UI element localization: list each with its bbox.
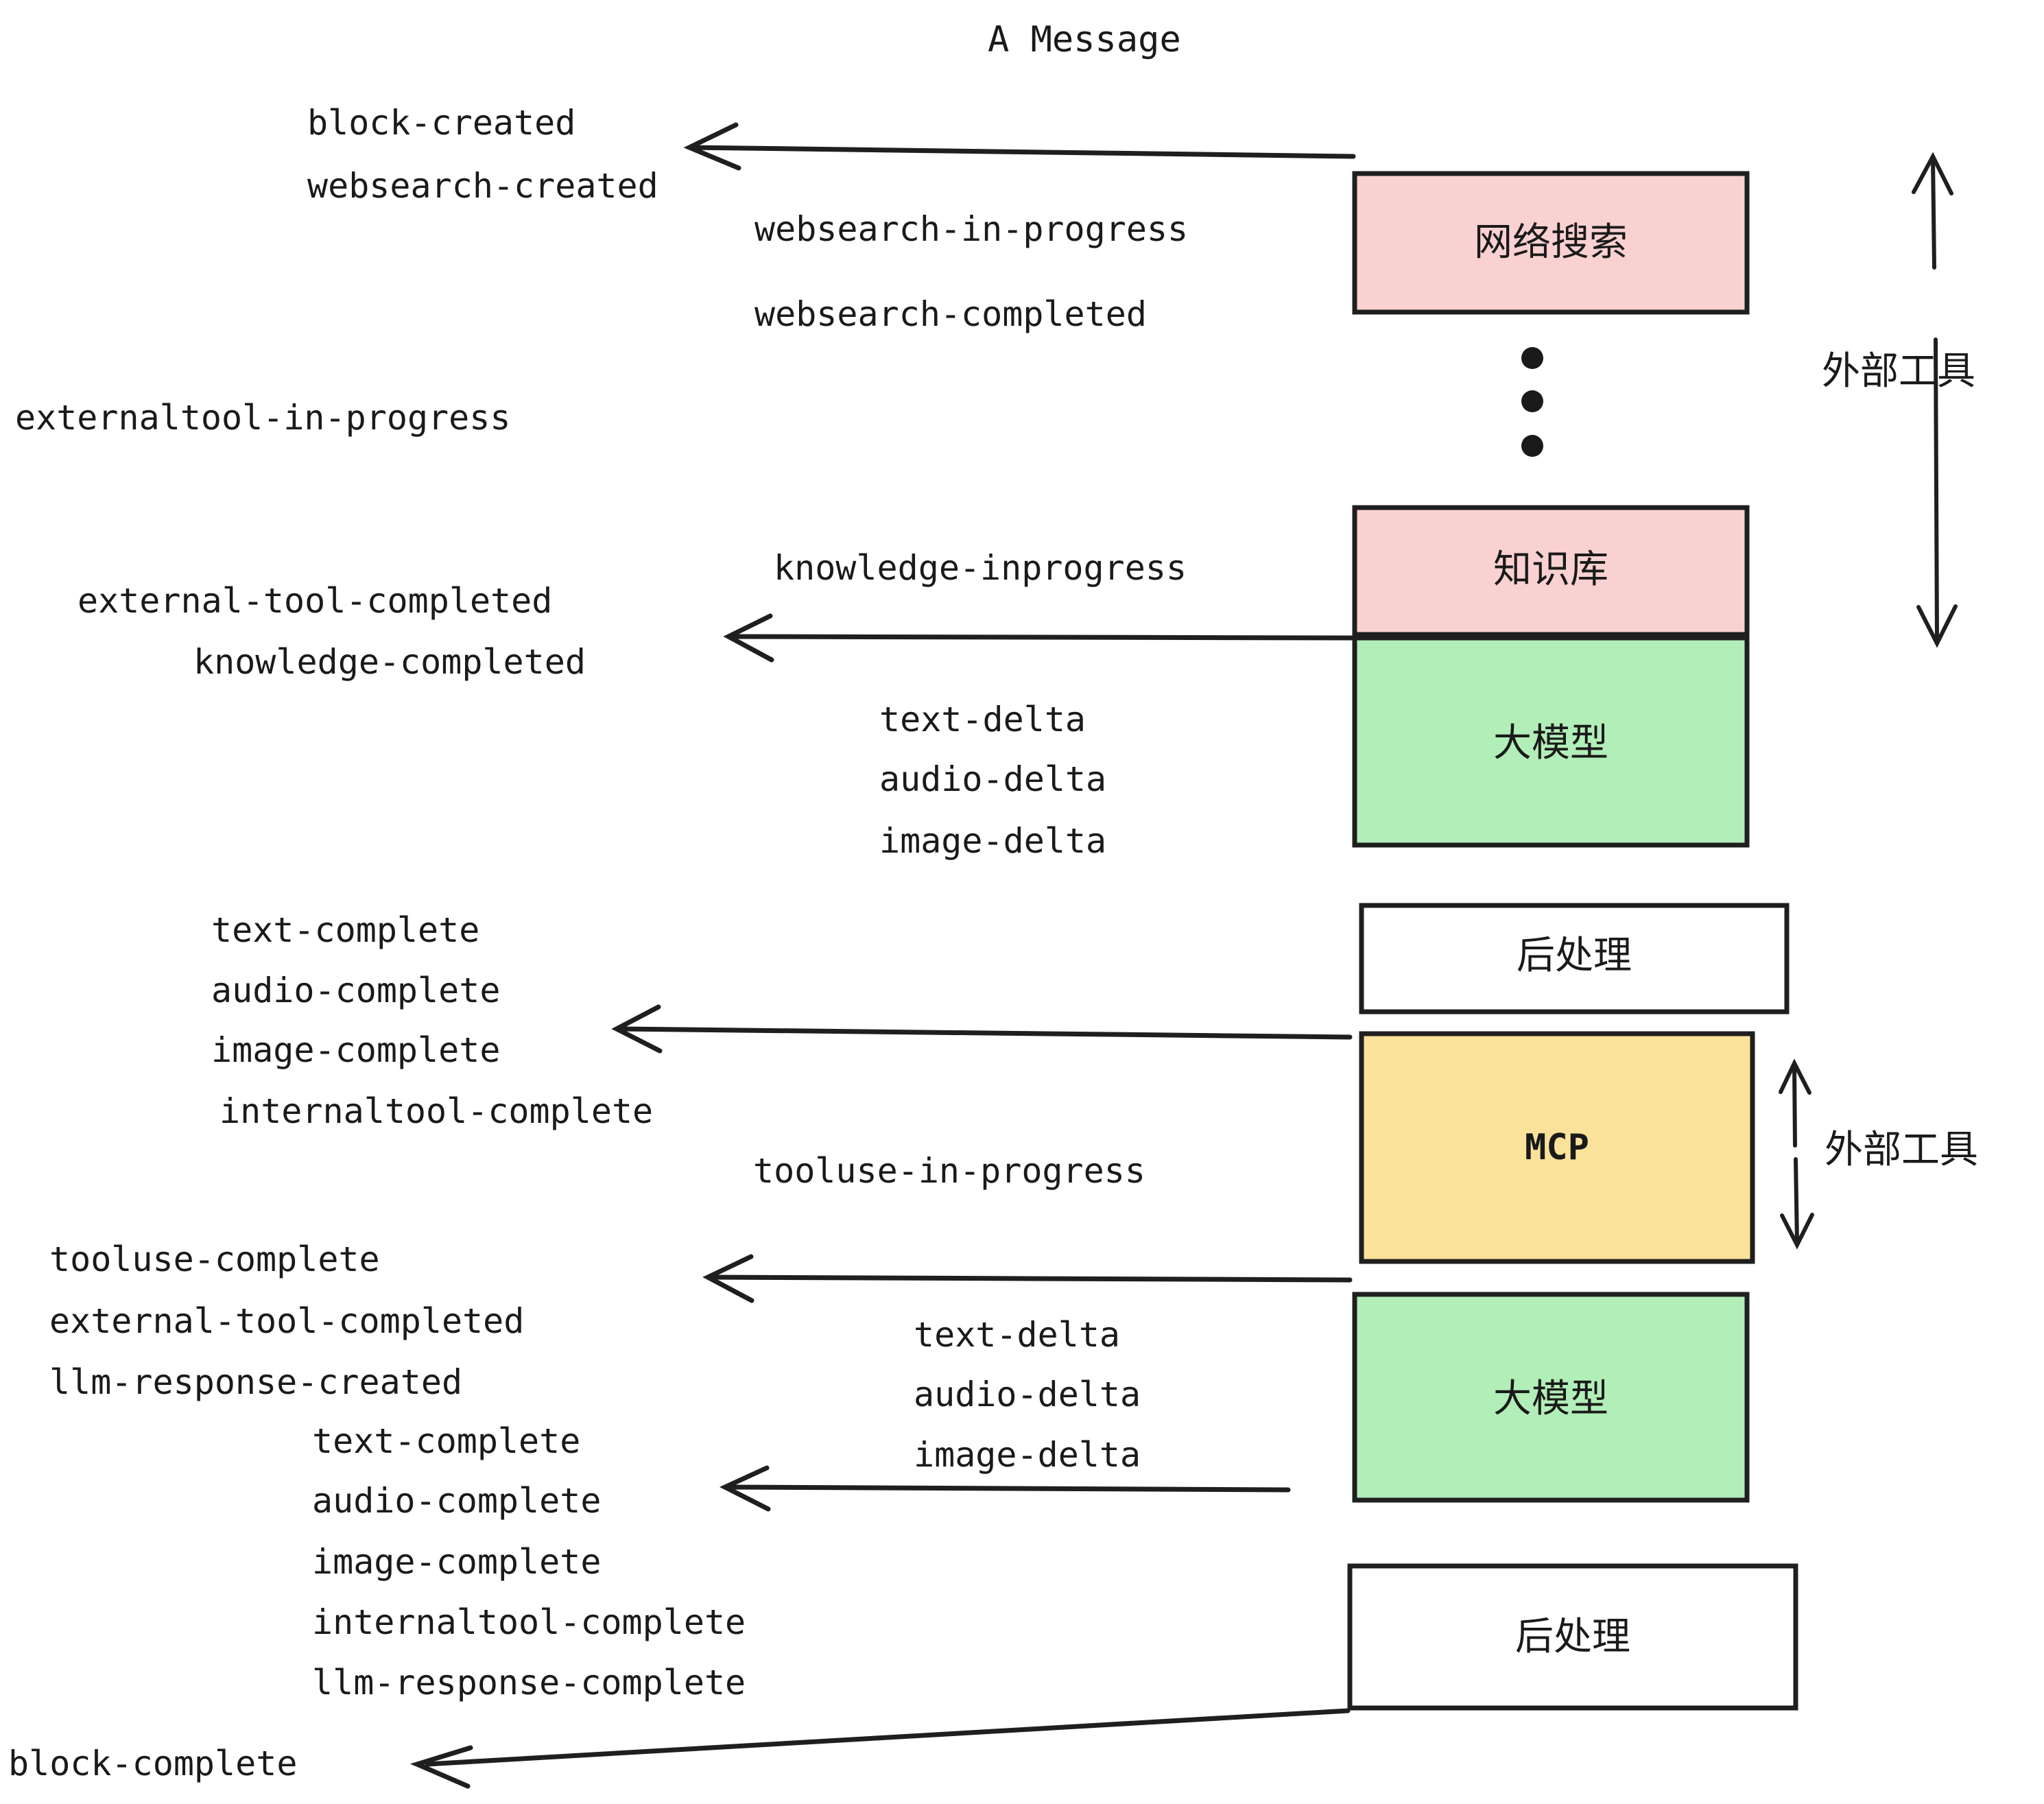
event-llm-response-created: llm-response-created (49, 1362, 462, 1402)
node-label-llm-top: 大模型 (1493, 721, 1608, 765)
node-label-websearch: 网络搜索 (1474, 220, 1628, 265)
node-box-mcp (1359, 1031, 1755, 1264)
event-audio-complete-2: audio-complete (312, 1481, 601, 1521)
node-box-llm-bottom (1352, 1292, 1750, 1503)
event-websearch-in-progress: websearch-in-progress (754, 209, 1188, 249)
event-audio-complete-1: audio-complete (211, 971, 500, 1010)
node-box-llm-top (1352, 635, 1750, 848)
ellipsis-dot (1521, 435, 1543, 457)
event-image-complete-2: image-complete (312, 1542, 601, 1582)
diagram-title: A Message (988, 19, 1181, 60)
external-tools-label-top: 外部工具 (1822, 349, 1975, 394)
ellipsis-dot (1521, 390, 1543, 412)
event-knowledge-completed: knowledge-completed (193, 642, 586, 682)
arrow-postprocess-to-block-complete (409, 1708, 1351, 1789)
event-external-tool-completed-1: external-tool-completed (78, 581, 552, 621)
event-externaltool-in-progress: externaltool-in-progress (15, 398, 510, 438)
event-tooluse-complete: tooluse-complete (49, 1239, 380, 1279)
event-audio-delta-2: audio-delta (914, 1375, 1141, 1414)
node-label-mcp: MCP (1525, 1127, 1589, 1168)
event-image-delta-1: image-delta (879, 821, 1106, 861)
arrow-mcp-to-tooluse-complete (702, 1254, 1353, 1303)
event-text-delta-1: text-delta (879, 700, 1086, 739)
event-text-complete-2: text-complete (312, 1421, 580, 1461)
event-audio-delta-1: audio-delta (879, 759, 1106, 799)
node-label-postprocess-top: 后处理 (1517, 934, 1632, 978)
arrow-postprocess-to-image-complete (611, 1004, 1353, 1054)
event-block-created: block-created (307, 103, 575, 143)
event-knowledge-inprogress: knowledge-inprogress (774, 548, 1187, 588)
event-internaltool-complete-2: internaltool-complete (312, 1602, 746, 1642)
ellipsis-dot (1521, 347, 1543, 369)
external-tools-arrow-bottom (1779, 1058, 1814, 1250)
external-tools-label-bottom: 外部工具 (1825, 1128, 1978, 1172)
event-text-complete-1: text-complete (211, 910, 479, 950)
node-box-websearch (1352, 171, 1750, 315)
node-box-postprocess-top (1359, 903, 1790, 1014)
event-websearch-created: websearch-created (307, 166, 658, 206)
external-tools-arrow-top (1912, 152, 1958, 648)
arrow-knowledge-to-knowledge-completed (723, 613, 1356, 663)
event-block-complete: block-complete (8, 1744, 297, 1783)
node-box-postprocess-bottom (1347, 1563, 1798, 1711)
event-text-delta-2: text-delta (914, 1315, 1120, 1355)
node-box-knowledge (1352, 505, 1750, 637)
arrow-llm-to-audio-complete (719, 1465, 1291, 1512)
event-websearch-completed: websearch-completed (754, 294, 1147, 334)
node-label-knowledge: 知识库 (1493, 547, 1608, 592)
arrow-websearch-to-block-created (683, 122, 1356, 171)
event-llm-response-complete: llm-response-complete (312, 1663, 746, 1702)
node-label-llm-bottom: 大模型 (1493, 1377, 1608, 1421)
event-image-delta-2: image-delta (914, 1435, 1141, 1475)
event-internaltool-complete-1: internaltool-complete (219, 1091, 653, 1131)
event-tooluse-in-progress: tooluse-in-progress (753, 1151, 1145, 1191)
event-image-complete-1: image-complete (211, 1030, 500, 1070)
node-label-postprocess-bottom: 后处理 (1515, 1615, 1630, 1659)
event-external-tool-completed-2: external-tool-completed (49, 1301, 524, 1341)
